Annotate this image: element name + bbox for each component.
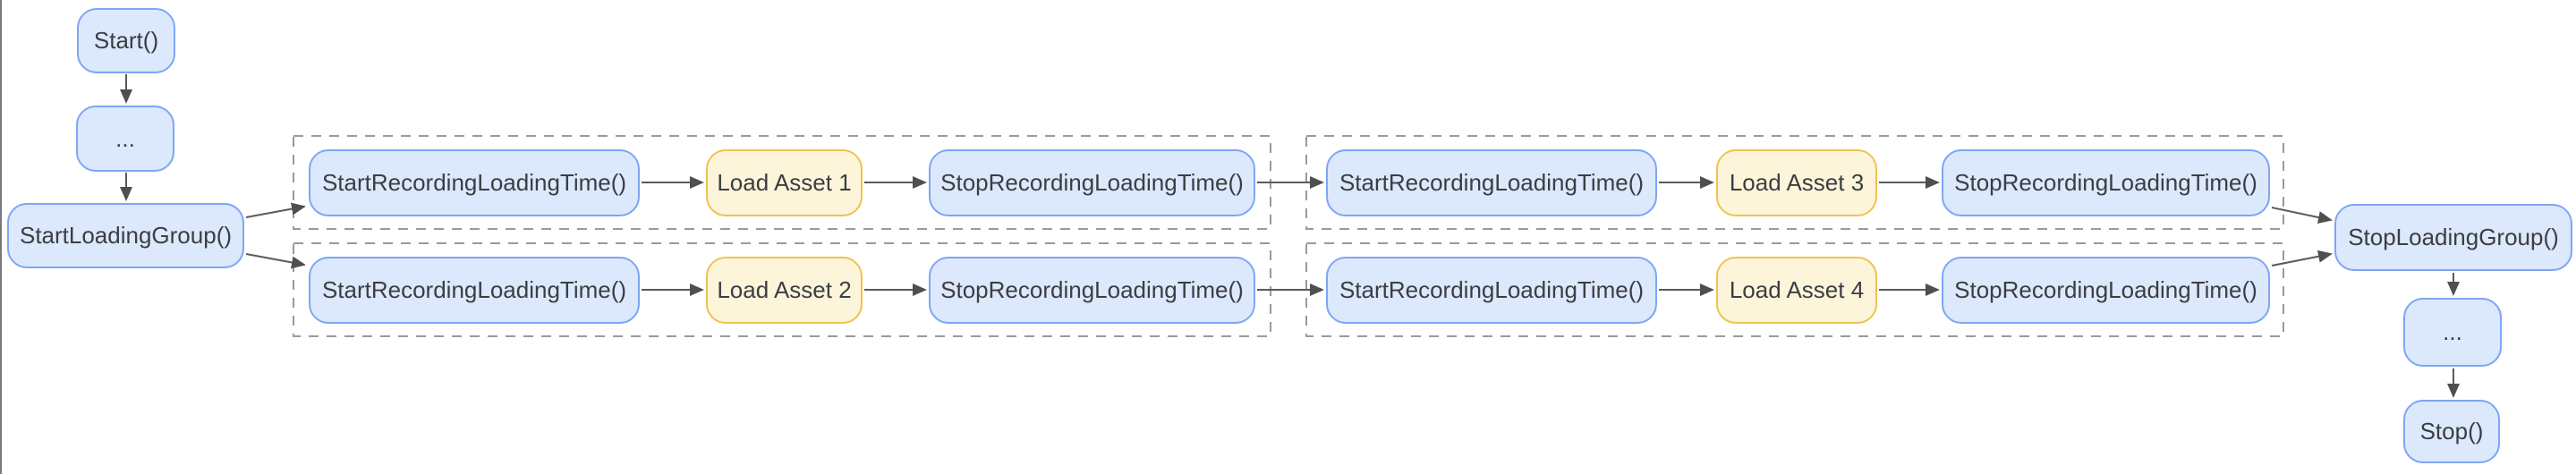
- screenshot-left-edge-line: [0, 0, 2, 474]
- node-stop-loading-group: StopLoadingGroup(): [2334, 204, 2572, 271]
- node-start-loading-group: StartLoadingGroup(): [7, 203, 244, 268]
- node-start: Start(): [77, 8, 175, 73]
- edge-row2-to-stoploadinggroup: [2271, 250, 2333, 267]
- node-g1r1-load-asset: Load Asset 1: [706, 149, 863, 216]
- node-g2r2-start-recording: StartRecordingLoadingTime(): [1326, 257, 1657, 324]
- node-g2r1-stop-recording: StopRecordingLoadingTime(): [1942, 149, 2270, 216]
- node-g1r2-load-asset: Load Asset 2: [706, 257, 863, 324]
- node-ellipsis-entry: ...: [76, 106, 174, 172]
- node-g1r1-stop-recording: StopRecordingLoadingTime(): [929, 149, 1255, 216]
- node-ellipsis-exit: ...: [2403, 298, 2502, 367]
- node-g2r2-load-asset: Load Asset 4: [1716, 257, 1877, 324]
- edge-startloadinggroup-to-row1: [245, 202, 306, 218]
- node-g2r1-start-recording: StartRecordingLoadingTime(): [1326, 149, 1657, 216]
- edge-row1-to-stoploadinggroup: [2271, 207, 2333, 224]
- node-stop: Stop(): [2403, 400, 2500, 463]
- edge-startloadinggroup-to-row2: [245, 253, 306, 269]
- node-g1r2-stop-recording: StopRecordingLoadingTime(): [929, 257, 1255, 324]
- node-g2r1-load-asset: Load Asset 3: [1716, 149, 1877, 216]
- node-g1r1-start-recording: StartRecordingLoadingTime(): [309, 149, 640, 216]
- node-g1r2-start-recording: StartRecordingLoadingTime(): [309, 257, 640, 324]
- node-g2r2-stop-recording: StopRecordingLoadingTime(): [1942, 257, 2270, 324]
